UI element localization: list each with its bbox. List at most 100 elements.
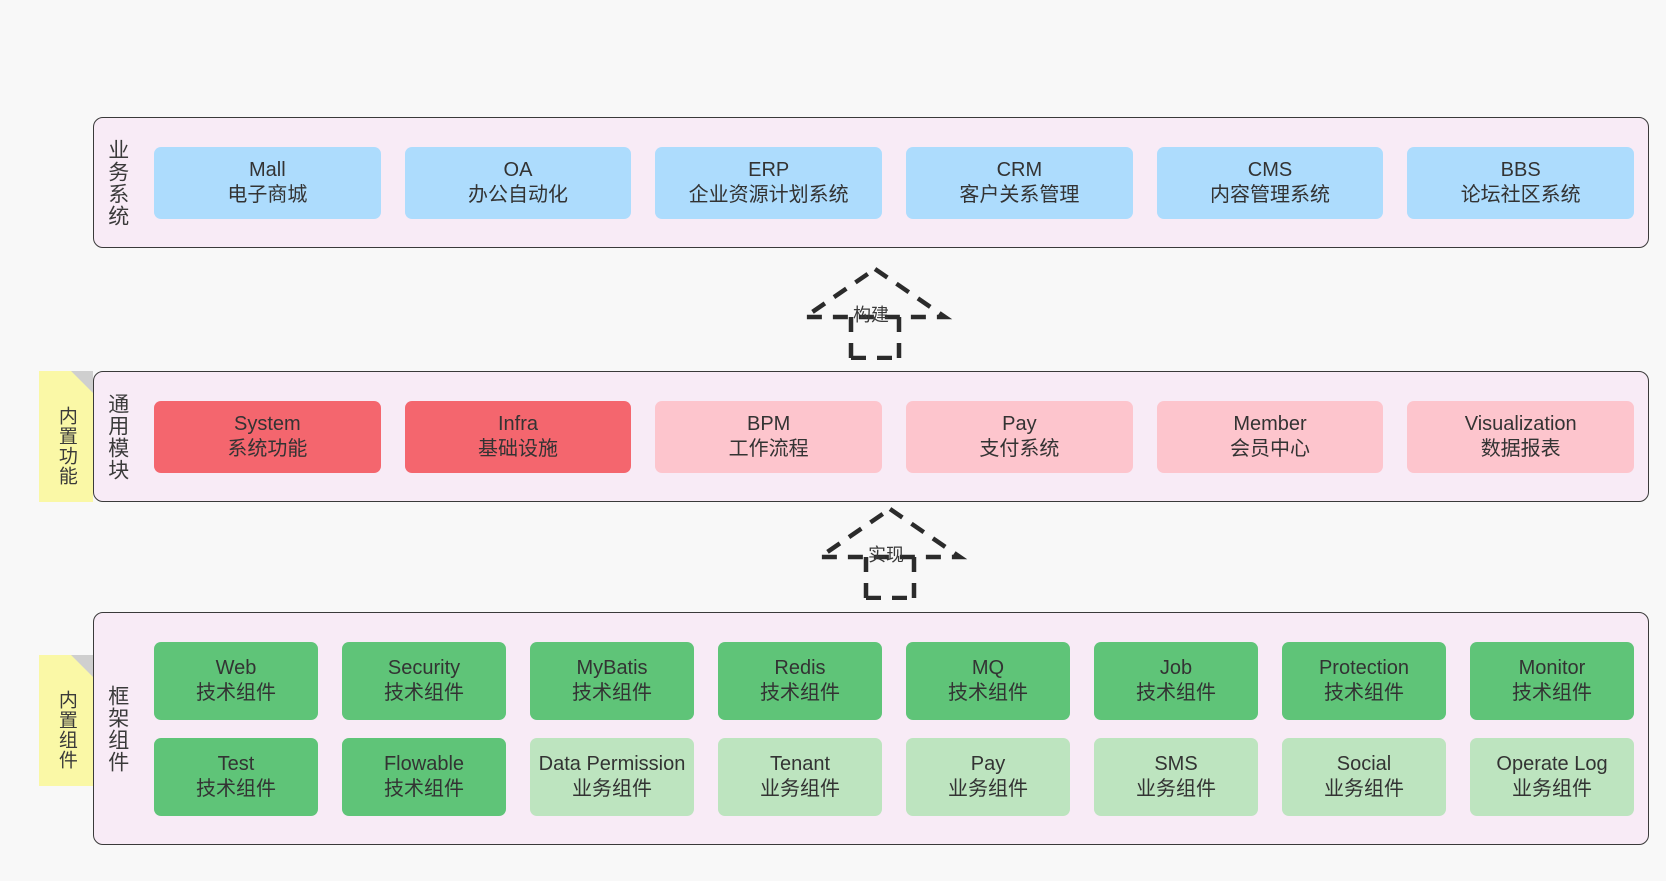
component-card-name: Protection xyxy=(1318,657,1410,680)
component-card-subtitle: 办公自动化 xyxy=(468,183,568,206)
component-card-name: Pay xyxy=(970,753,1006,776)
component-card-subtitle: 技术组件 xyxy=(1512,681,1592,704)
component-card-subtitle: 论坛社区系统 xyxy=(1460,183,1581,206)
component-card-subtitle: 技术组件 xyxy=(1324,681,1404,704)
component-card-subtitle: 企业资源计划系统 xyxy=(688,183,849,206)
component-card-name: OA xyxy=(503,159,533,182)
component-card-name: Job xyxy=(1159,657,1193,680)
component-card-name: Social xyxy=(1336,753,1392,776)
component-card-name: Web xyxy=(215,657,257,680)
layer-framework-title: 框架组件 xyxy=(105,684,129,773)
component-card-name: Security xyxy=(387,657,461,680)
component-card-name: Visualization xyxy=(1464,413,1577,436)
sticky-note-builtin-functions-label: 内置功能 xyxy=(55,405,77,486)
component-card-name: Operate Log xyxy=(1496,753,1608,776)
component-card-subtitle: 技术组件 xyxy=(196,777,276,800)
connector-implement-label: 实现 xyxy=(868,545,904,565)
component-card-name: MyBatis xyxy=(576,657,648,680)
connector-build-label: 构建 xyxy=(853,305,889,325)
component-card-subtitle: 业务组件 xyxy=(1512,777,1592,800)
component-card-subtitle: 电子商城 xyxy=(227,183,308,206)
component-card-name: BPM xyxy=(747,413,791,436)
component-card-name: MQ xyxy=(971,657,1005,680)
component-card-subtitle: 支付系统 xyxy=(979,437,1060,460)
component-card-name: Redis xyxy=(774,657,826,680)
component-card-subtitle: 内容管理系统 xyxy=(1210,183,1331,206)
component-card-subtitle: 技术组件 xyxy=(384,777,464,800)
component-card-name: Infra xyxy=(497,413,539,436)
component-card-subtitle: 技术组件 xyxy=(196,681,276,704)
component-card-subtitle: 基础设施 xyxy=(478,437,558,460)
component-card-name: BBS xyxy=(1500,159,1541,182)
component-card-subtitle: 业务组件 xyxy=(572,777,652,800)
component-card-name: Data Permission xyxy=(538,753,686,776)
component-card-subtitle: 会员中心 xyxy=(1230,437,1311,460)
component-card-subtitle: 业务组件 xyxy=(948,777,1028,800)
connector-implement: 实现 xyxy=(810,505,970,601)
component-card-name: CMS xyxy=(1247,159,1293,182)
component-card-name: Flowable xyxy=(383,753,465,776)
component-card-subtitle: 技术组件 xyxy=(572,681,652,704)
component-card-subtitle: 系统功能 xyxy=(227,437,308,460)
component-card-subtitle: 业务组件 xyxy=(1136,777,1216,800)
component-card-name: Pay xyxy=(1002,413,1037,436)
connector-build: 构建 xyxy=(795,265,955,361)
layer-business-title: 业务系统 xyxy=(105,138,129,227)
component-card-name: Member xyxy=(1233,413,1307,436)
sticky-note-builtin-functions: 内置功能 xyxy=(39,371,93,502)
layer-modules-title: 通用模块 xyxy=(105,392,129,481)
component-card-name: SMS xyxy=(1154,753,1198,776)
implement-arrow-icon xyxy=(812,506,968,601)
component-card-subtitle: 业务组件 xyxy=(760,777,840,800)
component-card-subtitle: 技术组件 xyxy=(948,681,1028,704)
component-card-name: Monitor xyxy=(1518,657,1586,680)
component-card-name: CRM xyxy=(996,159,1043,182)
component-card-subtitle: 工作流程 xyxy=(728,437,809,460)
component-card-subtitle: 数据报表 xyxy=(1480,437,1561,460)
component-card-name: Test xyxy=(217,753,255,776)
build-arrow-icon xyxy=(797,266,953,361)
component-card-name: ERP xyxy=(748,159,790,182)
component-card-subtitle: 客户关系管理 xyxy=(959,183,1080,206)
component-card-name: Tenant xyxy=(769,753,831,776)
sticky-note-builtin-components: 内置组件 xyxy=(39,655,93,786)
